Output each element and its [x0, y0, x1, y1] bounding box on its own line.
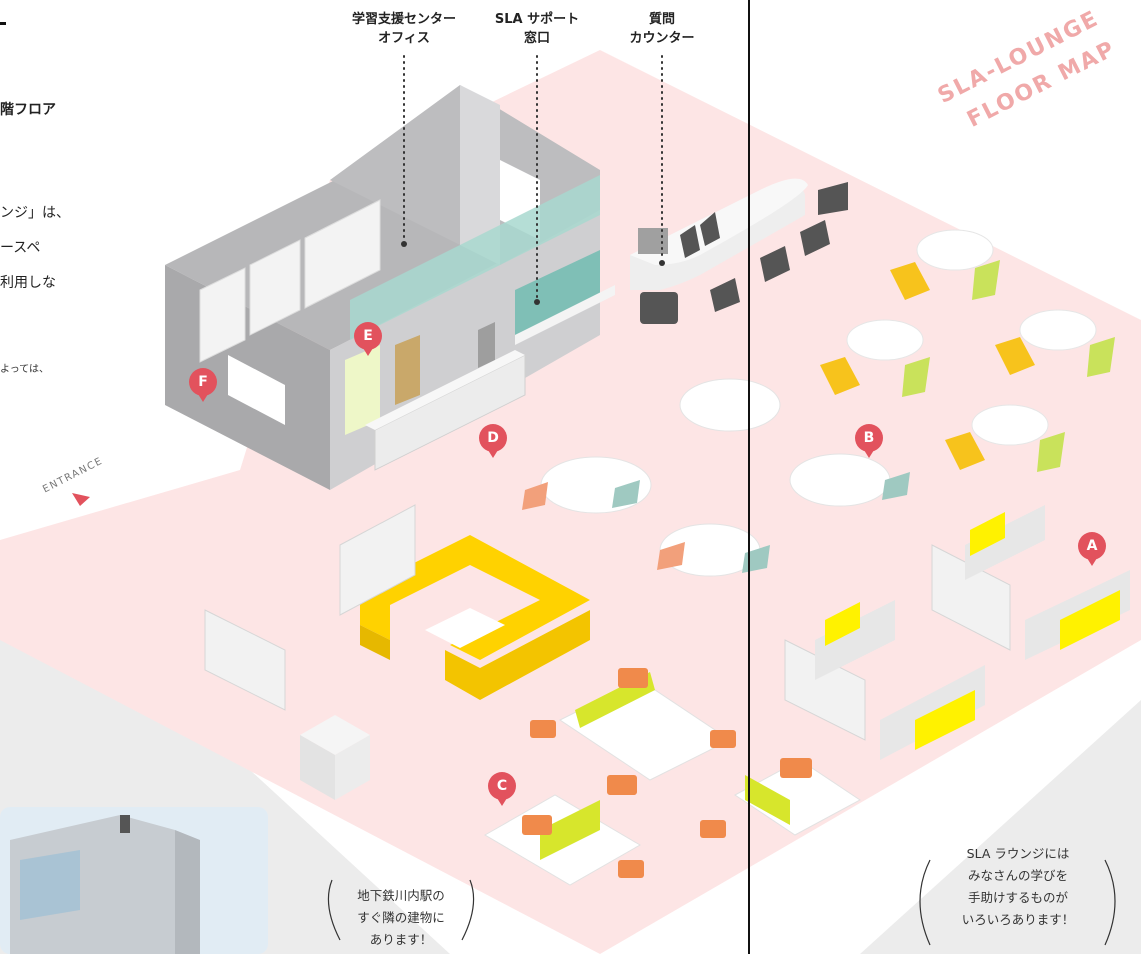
side-text-line1: ンジ」は、 [0, 205, 70, 221]
marker-c[interactable]: C [488, 772, 516, 806]
bubble-bracket-right [461, 879, 475, 941]
yellow-chairs [820, 260, 1115, 472]
leader-dots [401, 241, 665, 305]
side-small-text: よっては、 [0, 364, 49, 375]
office-label: 学習支援センター オフィス [351, 12, 456, 46]
wall-posters [228, 322, 495, 435]
note-features: SLA ラウンジには みなさんの学びを 手助けするものが いろいろあります！ [961, 846, 1075, 927]
entrance-arrow-icon [72, 493, 90, 506]
round-tables [846, 229, 1097, 446]
office-shelves [199, 199, 381, 363]
group-tables [540, 378, 891, 577]
colored-chairs [522, 472, 910, 573]
yellow-sofa [360, 535, 590, 700]
outside-area-right [860, 700, 1141, 954]
office-inner-wall [460, 85, 500, 265]
office-glass-window [350, 175, 600, 340]
marker-f[interactable]: F [189, 368, 217, 402]
bubble-bracket-left-2 [919, 859, 931, 946]
marker-b[interactable]: B [855, 424, 883, 458]
counter-chairs [680, 182, 848, 312]
support-window [515, 250, 600, 335]
whiteboards [204, 504, 1011, 741]
side-text-line3: 利用しな [0, 275, 56, 291]
header-rule [0, 22, 6, 25]
marker-a[interactable]: A [1078, 532, 1106, 566]
support-window-label: SLA サポート 窓口 [494, 12, 580, 46]
bookshelves-d [365, 350, 526, 471]
leader-lines [403, 55, 663, 299]
marker-d[interactable]: D [479, 424, 507, 458]
bubble-bracket-right-2 [1104, 859, 1116, 946]
building-photo [0, 807, 268, 954]
side-floor-text: 階フロア [0, 102, 56, 118]
orange-chairs [522, 668, 812, 878]
storage-cube [300, 715, 370, 800]
page-divider [748, 0, 750, 954]
support-counter [515, 285, 615, 345]
question-counter-label: 質問 カウンター [629, 12, 695, 46]
side-text-line2: ースペ [0, 240, 41, 256]
note-location: 地下鉄川内駅の すぐ隣の建物に あります！ [357, 888, 445, 947]
marker-e[interactable]: E [354, 322, 382, 356]
bubble-bracket-left [327, 879, 341, 941]
booth-seats [815, 505, 1130, 760]
